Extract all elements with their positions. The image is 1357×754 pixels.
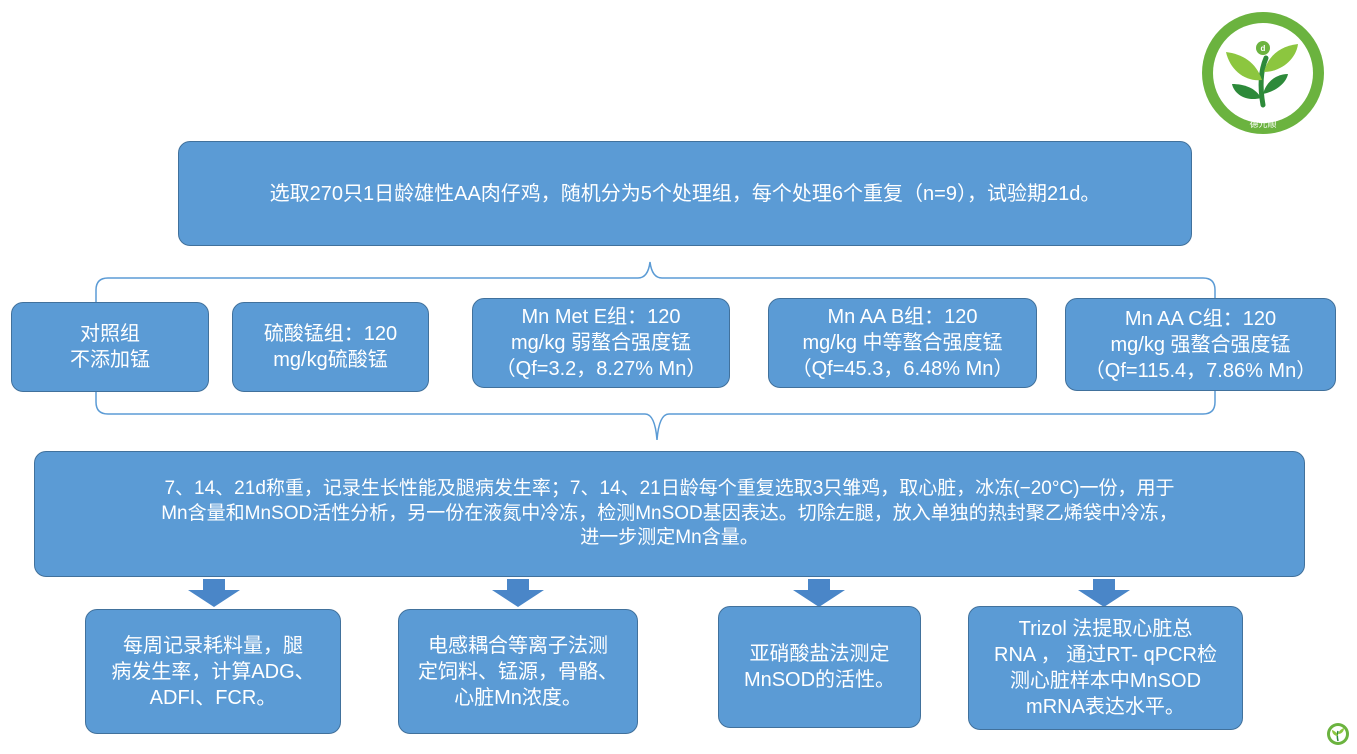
method-box-growth: 每周记录耗料量，腿 病发生率，计算ADG、 ADFI、FCR。 <box>85 609 341 734</box>
method-line: Trizol 法提取心脏总 <box>1018 618 1193 640</box>
group-line: mg/kg 弱螯合强度锰 <box>510 332 692 354</box>
procedure-line: Mn含量和MnSOD活性分析，另一份在液氮中冷冻，检测MnSOD基因表达。切除左… <box>161 502 1178 524</box>
group-line: （Qf=45.3，6.48% Mn） <box>791 358 1014 380</box>
group-line: （Qf=115.4，7.86% Mn） <box>1084 359 1317 382</box>
group-line: mg/kg 强螯合强度锰 <box>1110 333 1291 356</box>
sprout-logo-icon: Bio-Technology d 德元顺 <box>1202 12 1324 134</box>
top-brace <box>95 261 1216 305</box>
study-design-box: 选取270只1日龄雄性AA肉仔鸡，随机分为5个处理组，每个处理6个重复（n=9）… <box>178 141 1192 246</box>
method-line: 测心脏样本中MnSOD <box>1009 670 1202 692</box>
sampling-procedure-box: 7、14、21d称重，记录生长性能及腿病发生率；7、14、21日龄每个重复选取3… <box>34 451 1305 577</box>
procedure-line: 进一步测定Mn含量。 <box>580 527 759 549</box>
study-design-text: 选取270只1日龄雄性AA肉仔鸡，随机分为5个处理组，每个处理6个重复（n=9）… <box>269 182 1101 205</box>
group-box-mn-aa-c: Mn AA C组：120 mg/kg 强螯合强度锰 （Qf=115.4，7.86… <box>1065 298 1336 391</box>
method-line: RNA ， 通过RT- qPCR检 <box>994 644 1217 666</box>
method-line: 定饲料、锰源，骨骼、 <box>418 660 618 683</box>
group-box-mn-aa-b: Mn AA B组：120 mg/kg 中等螯合强度锰 （Qf=45.3，6.48… <box>768 298 1037 388</box>
group-line: Mn AA C组：120 <box>1124 307 1277 330</box>
method-line: 亚硝酸盐法测定 <box>749 643 890 665</box>
method-line: 电感耦合等离子法测 <box>428 634 608 657</box>
bottom-brace <box>95 388 1216 441</box>
down-arrow-3 <box>793 579 845 607</box>
down-arrow-2 <box>492 579 544 607</box>
method-line: mRNA表达水平。 <box>1026 696 1185 718</box>
svg-text:d: d <box>1261 44 1266 53</box>
method-box-qpcr: Trizol 法提取心脏总 RNA ， 通过RT- qPCR检 测心脏样本中Mn… <box>968 606 1243 730</box>
down-arrow-1 <box>188 579 240 607</box>
group-line: （Qf=3.2，8.27% Mn） <box>495 358 707 380</box>
method-line: 心脏Mn浓度。 <box>454 686 582 709</box>
group-box-mn-met-e: Mn Met E组：120 mg/kg 弱螯合强度锰 （Qf=3.2，8.27%… <box>472 298 730 388</box>
small-sprout-logo-icon <box>1327 723 1349 745</box>
group-line: Mn Met E组：120 <box>521 306 681 328</box>
method-box-icp: 电感耦合等离子法测 定饲料、锰源，骨骼、 心脏Mn浓度。 <box>398 609 638 734</box>
method-line: ADFI、FCR。 <box>149 686 277 709</box>
group-line: 硫酸锰组：120 <box>263 323 398 345</box>
method-line: 每周记录耗料量，腿 <box>123 634 303 657</box>
group-line: mg/kg 中等螯合强度锰 <box>802 332 1003 354</box>
svg-text:德元顺: 德元顺 <box>1249 118 1276 130</box>
group-line: Mn AA B组：120 <box>827 306 978 328</box>
procedure-line: 7、14、21d称重，记录生长性能及腿病发生率；7、14、21日龄每个重复选取3… <box>164 477 1175 499</box>
method-line: MnSOD的活性。 <box>743 669 896 691</box>
group-box-control: 对照组 不添加锰 <box>11 302 209 392</box>
method-box-nitrite: 亚硝酸盐法测定 MnSOD的活性。 <box>718 606 921 728</box>
down-arrow-4 <box>1078 579 1130 607</box>
group-line: mg/kg硫酸锰 <box>273 349 388 371</box>
method-line: 病发生率，计算ADG、 <box>111 660 315 683</box>
group-line: 对照组 <box>80 323 140 345</box>
group-box-mnso4: 硫酸锰组：120 mg/kg硫酸锰 <box>232 302 429 392</box>
group-line: 不添加锰 <box>70 349 150 371</box>
